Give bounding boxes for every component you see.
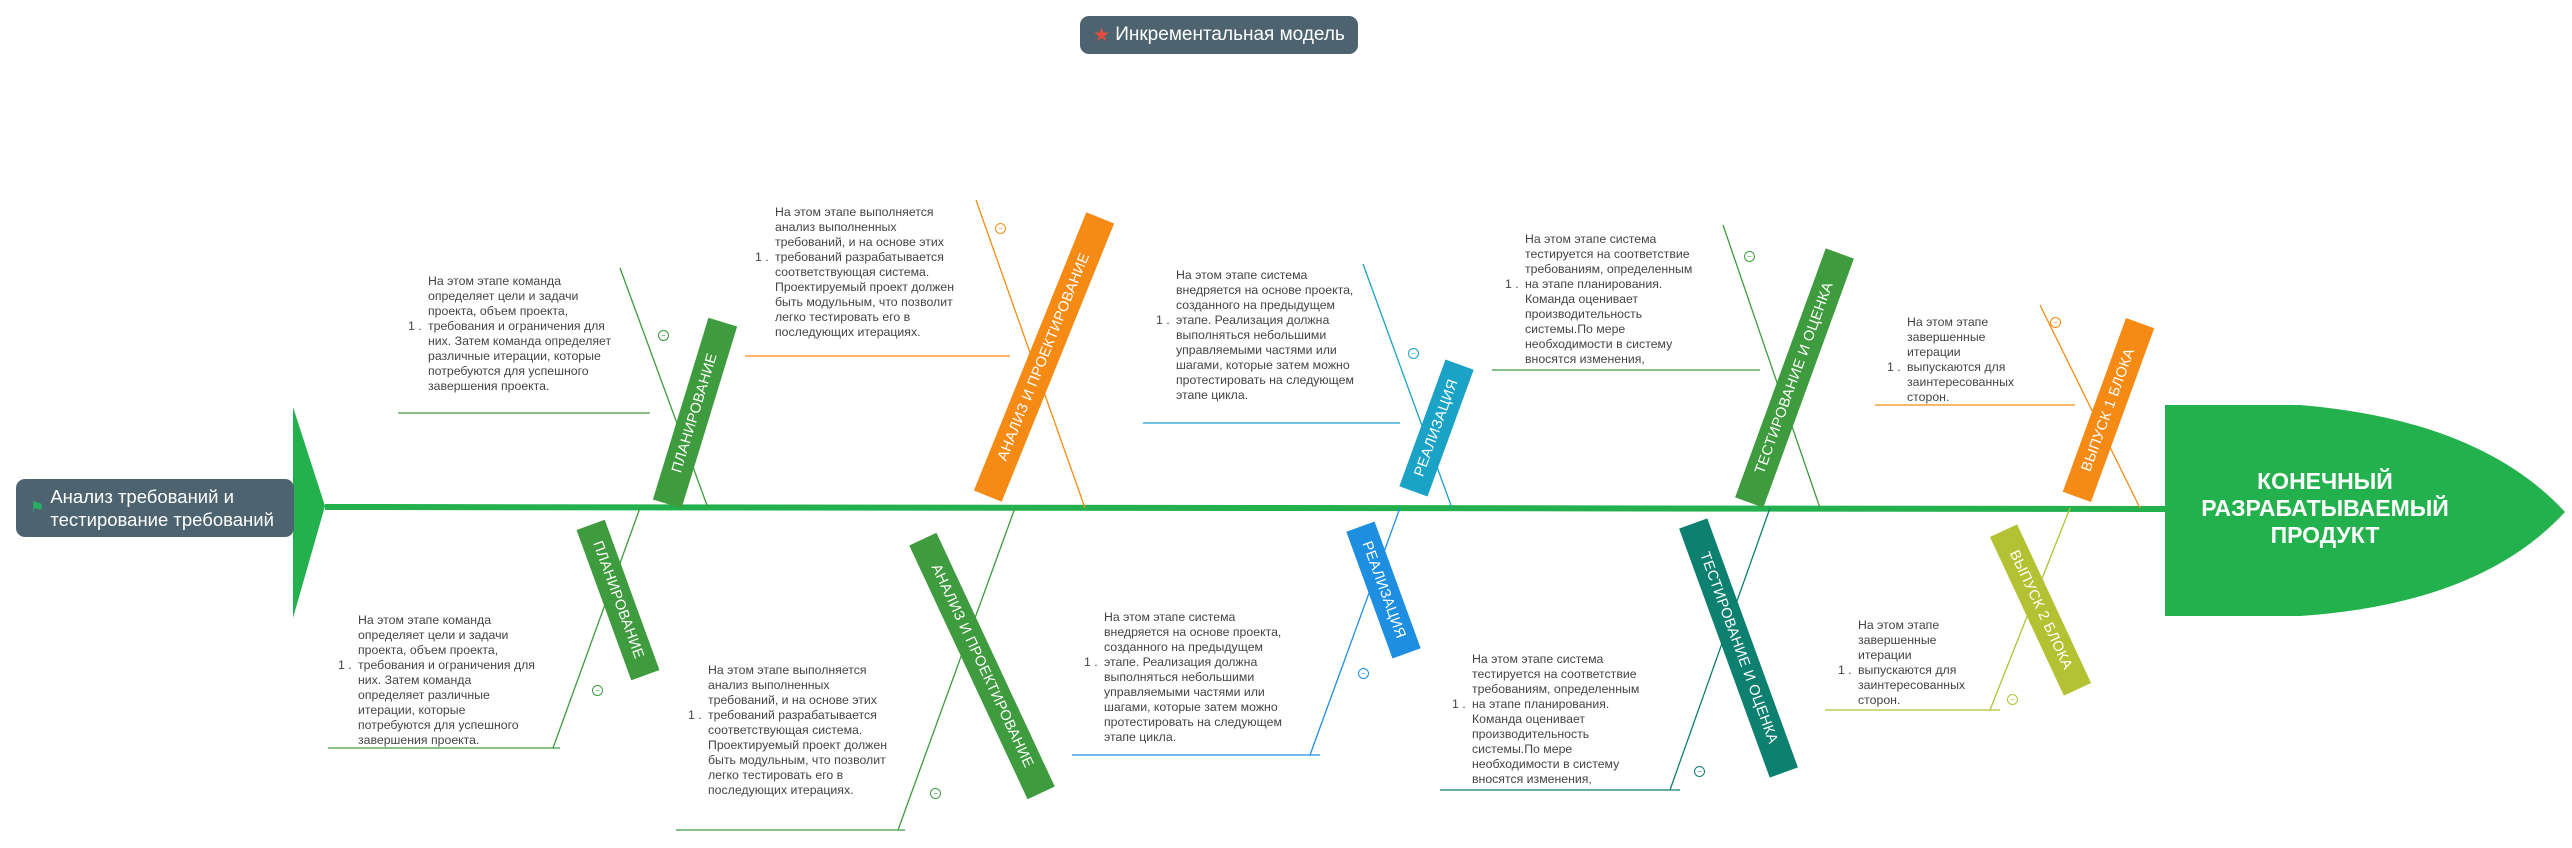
fish-head: [2165, 405, 2565, 616]
description-text: На этом этапе система тестируется на соо…: [1525, 232, 1693, 366]
description-text: На этом этапе завершенные итерации выпус…: [1907, 315, 2015, 404]
collapse-toggle-icon[interactable]: −: [930, 788, 941, 799]
description-text: На этом этапе выполняется анализ выполне…: [708, 663, 888, 797]
fish-tail: [293, 407, 325, 618]
branch-line-6: [552, 507, 641, 749]
branch-description-8: 1 . На этом этапе система внедряется на о…: [1084, 610, 1294, 745]
branch-line-8: [1309, 507, 1401, 756]
collapse-toggle-icon[interactable]: −: [2007, 694, 2018, 705]
description-text: На этом этапе система внедряется на осно…: [1176, 268, 1354, 402]
list-number: 1 .: [408, 319, 422, 333]
star-icon: ★: [1093, 24, 1111, 46]
list-number: 1 .: [688, 708, 702, 722]
list-number: 1 .: [1838, 663, 1852, 677]
branch-line-4: [1722, 224, 1821, 509]
branch-line-5: [2039, 304, 2141, 509]
list-number: 1 .: [1156, 313, 1170, 327]
list-number: 1 .: [338, 658, 352, 672]
collapse-toggle-icon[interactable]: −: [1694, 766, 1705, 777]
branch-description-3: 1 . На этом этапе система внедряется на о…: [1156, 268, 1356, 403]
list-number: 1 .: [755, 250, 769, 264]
list-number: 1 .: [1084, 655, 1098, 669]
branch-line-7: [897, 507, 1016, 831]
description-text: На этом этапе система внедряется на осно…: [1104, 610, 1282, 744]
root-topic[interactable]: ⚑ Анализ требований и тестирование требо…: [16, 479, 294, 537]
description-text: На этом этапе команда определяет цели и …: [358, 613, 535, 747]
title-topic[interactable]: ★ Инкрементальная модель: [1080, 16, 1358, 54]
collapse-toggle-icon[interactable]: −: [995, 223, 1006, 234]
branch-description-4: 1 . На этом этапе система тестируется на …: [1505, 232, 1705, 367]
spine-line: [324, 504, 2166, 512]
collapse-toggle-icon[interactable]: −: [658, 330, 669, 341]
branch-description-5: 1 . На этом этапе завершенные итерации вы…: [1887, 315, 2037, 405]
branch-description-7: 1 . На этом этапе выполняется анализ выпо…: [688, 663, 888, 798]
collapse-toggle-icon[interactable]: −: [592, 685, 603, 696]
branch-description-9: 1 . На этом этапе система тестируется на …: [1452, 652, 1642, 787]
root-text: Анализ требований и тестирование требова…: [50, 486, 274, 530]
flag-icon: ⚑: [30, 499, 45, 517]
fish-head-label: КОНЕЧНЫЙ РАЗРАБАТЫВАЕМЫЙ ПРОДУКТ: [2201, 468, 2449, 548]
description-text: На этом этапе выполняется анализ выполне…: [775, 205, 955, 339]
description-text: На этом этапе система тестируется на соо…: [1472, 652, 1640, 786]
branch-description-1: 1 . На этом этапе команда определяет цели…: [408, 274, 613, 394]
list-number: 1 .: [1452, 697, 1466, 711]
branch-description-6: 1 . На этом этапе команда определяет цели…: [338, 613, 538, 748]
branch-description-10: 1 . На этом этапе завершенные итерации вы…: [1838, 618, 1978, 708]
branch-line-9: [1669, 507, 1771, 791]
collapse-toggle-icon[interactable]: −: [1408, 348, 1419, 359]
description-text: На этом этапе команда определяет цели и …: [428, 274, 612, 393]
title-text: Инкрементальная модель: [1115, 24, 1345, 45]
collapse-toggle-icon[interactable]: −: [1358, 668, 1369, 679]
list-number: 1 .: [1887, 360, 1901, 374]
collapse-toggle-icon[interactable]: −: [2050, 317, 2061, 328]
branch-description-2: 1 . На этом этапе выполняется анализ выпо…: [755, 205, 955, 340]
collapse-toggle-icon[interactable]: −: [1744, 251, 1755, 262]
list-number: 1 .: [1505, 277, 1519, 291]
description-text: На этом этапе завершенные итерации выпус…: [1858, 618, 1966, 707]
